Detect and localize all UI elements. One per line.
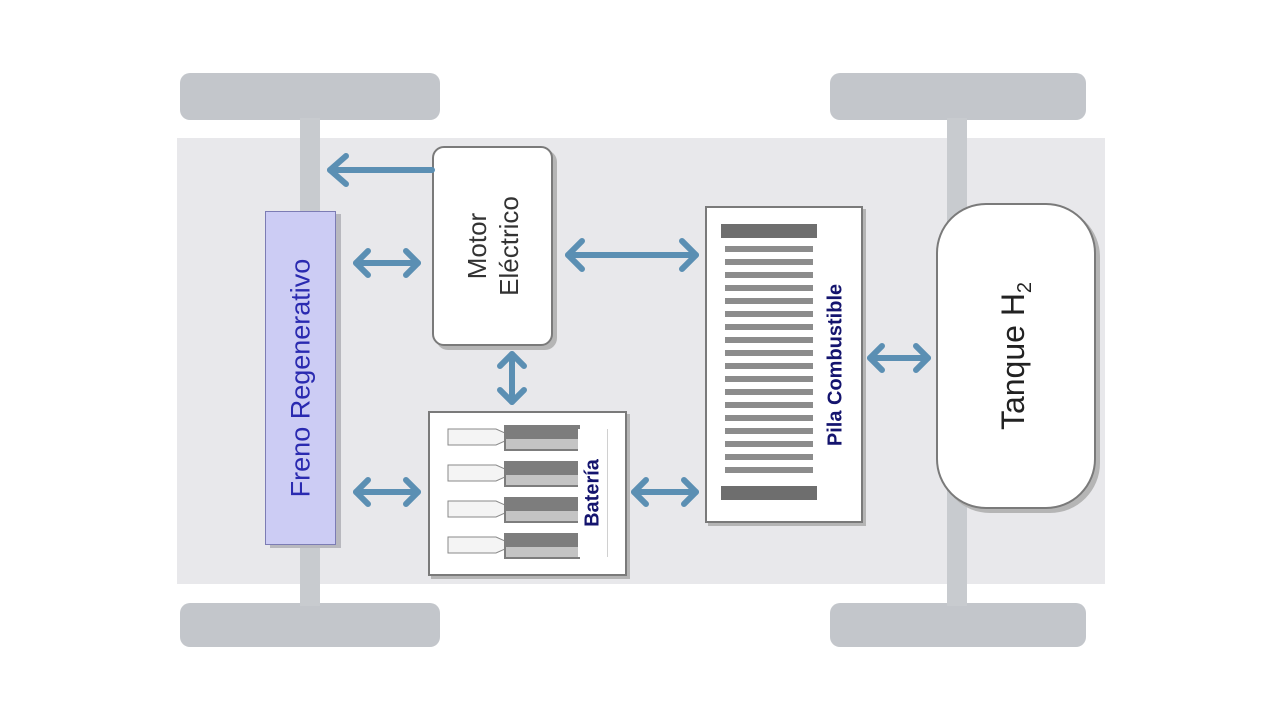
wheel-top-right bbox=[830, 73, 1086, 120]
arrow-motor-bateria bbox=[497, 351, 527, 405]
battery-cells-graphic bbox=[447, 425, 580, 559]
arrow-motor-pila bbox=[565, 238, 699, 272]
wheel-bottom-left bbox=[180, 603, 440, 647]
freno-regenerativo-box: Freno Regenerativo bbox=[265, 211, 336, 545]
wheel-top-left bbox=[180, 73, 440, 120]
arrow-freno-motor bbox=[353, 248, 421, 278]
bateria-box: Batería bbox=[428, 411, 627, 576]
bateria-label-panel: Batería bbox=[578, 429, 608, 557]
pila-combustible-box: Pila Combustible bbox=[705, 206, 863, 523]
motor-electrico-box: Motor Eléctrico bbox=[432, 146, 553, 346]
arrow-motor-to-axle bbox=[327, 153, 435, 187]
tanque-h2-box: Tanque H2 bbox=[936, 203, 1096, 509]
arrow-freno-bateria bbox=[353, 477, 421, 507]
arrow-pila-tanque bbox=[867, 343, 931, 373]
arrow-bateria-pila bbox=[631, 477, 699, 507]
fuel-cell-stack-graphic bbox=[721, 224, 817, 500]
wheel-bottom-right bbox=[830, 603, 1086, 647]
